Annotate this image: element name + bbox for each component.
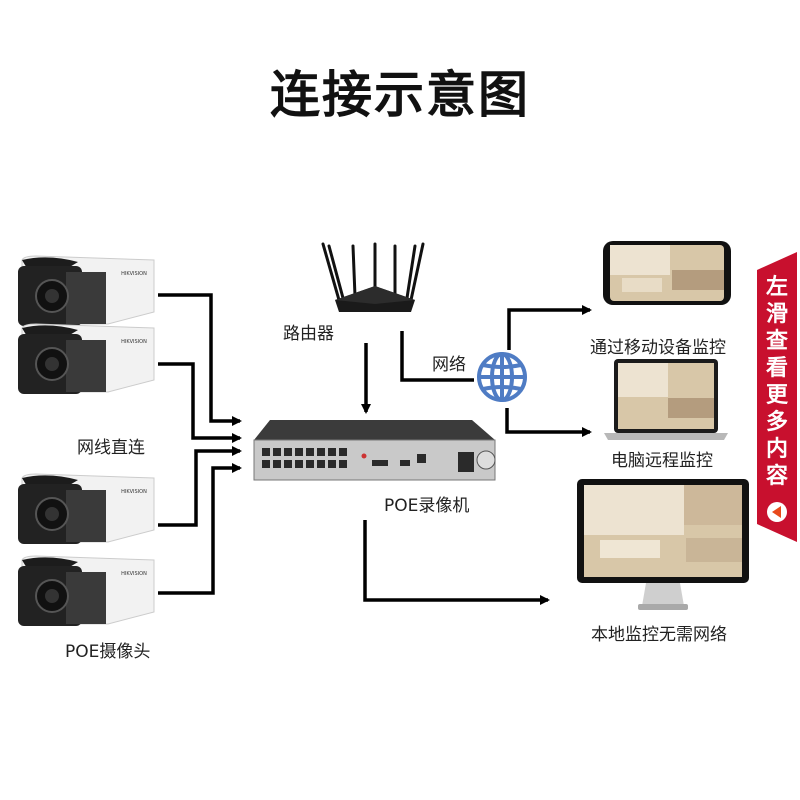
left-arrow-icon [767,502,787,522]
label-nvr: POE录像机 [384,496,470,516]
edge-camera-3-nvr [158,446,242,527]
label-monitor: 本地监控无需网络 [591,625,727,645]
laptop-image [604,359,728,440]
nvr-image [253,420,496,481]
label-network: 网络 [432,355,466,375]
label-router: 路由器 [283,324,334,344]
label-direct-cable: 网线直连 [77,438,145,458]
edge-network-laptop [505,408,592,437]
label-phone: 通过移动设备监控 [590,338,726,358]
svg-text:HIKVISION: HIKVISION [121,489,147,495]
camera-4: HIKVISION [18,555,155,626]
svg-text:HIKVISION: HIKVISION [121,271,147,277]
swipe-left-banner[interactable]: 左滑查看更多内容 [757,252,797,542]
camera-2: HIKVISION [18,323,155,394]
page-title: 连接示意图 [270,66,530,124]
camera-3: HIKVISION [18,473,155,544]
label-poe-camera: POE摄像头 [65,642,151,662]
router-image [321,242,425,312]
banner-text: 左滑查看更多内容 [765,275,788,489]
edge-nvr-monitor [363,520,550,605]
edge-router-network [400,331,474,382]
globe-icon [477,352,527,402]
monitor-image [577,479,749,610]
edge-network-phone [507,305,592,350]
label-laptop: 电脑远程监控 [611,451,713,471]
phone-image [603,241,731,305]
svg-text:HIKVISION: HIKVISION [121,571,147,577]
edge-camera-4-nvr [158,463,242,595]
camera-1: HIKVISION [18,255,155,326]
edge-camera-2-nvr [158,362,242,443]
edge-camera-1-nvr [158,293,242,426]
svg-text:HIKVISION: HIKVISION [121,339,147,345]
